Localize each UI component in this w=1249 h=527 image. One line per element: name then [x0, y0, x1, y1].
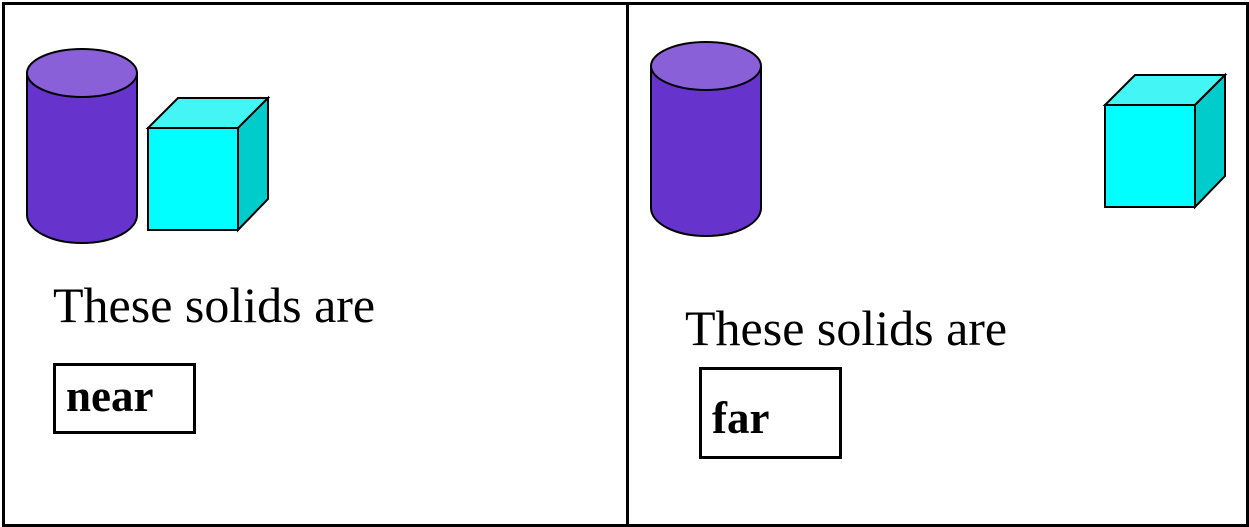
cylinder-top — [27, 49, 137, 97]
panel-near: These solids are near — [5, 5, 626, 524]
cube-front-face — [148, 128, 238, 230]
cylinder-far — [649, 41, 763, 239]
cylinder-body — [27, 73, 137, 243]
cube-near — [146, 96, 272, 232]
cylinder-near — [25, 48, 139, 246]
cylinder-top — [651, 42, 761, 90]
caption-near: These solids are — [53, 280, 375, 330]
cylinder-body — [651, 66, 761, 236]
cube-front-face — [1105, 105, 1195, 207]
caption-far: These solids are — [685, 303, 1007, 353]
label-near: near — [53, 363, 196, 434]
label-far: far — [699, 367, 842, 459]
panel-far: These solids are far — [629, 5, 1244, 524]
cube-far — [1103, 73, 1229, 209]
